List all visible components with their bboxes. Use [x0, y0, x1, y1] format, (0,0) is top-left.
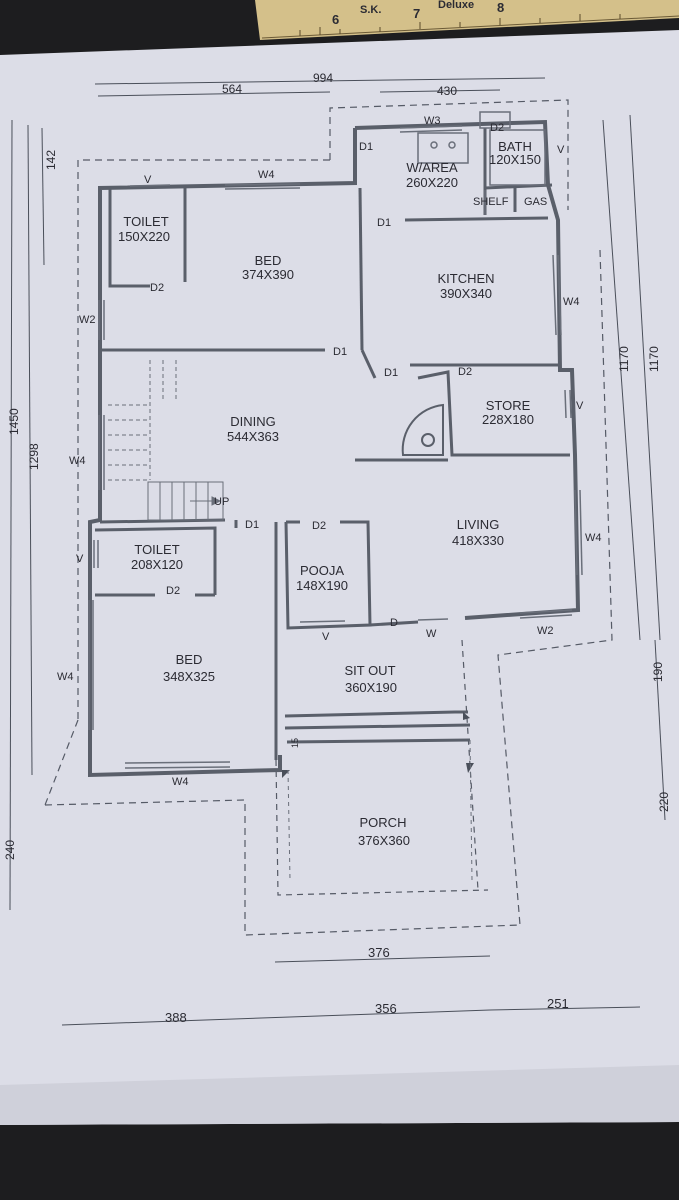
tag-w4-living: W4: [585, 532, 602, 544]
tag-d1-kitchen: D1: [377, 217, 391, 229]
tag-d1-toilet-2: D1: [245, 519, 259, 531]
room-pooja-size: 148X190: [296, 578, 348, 593]
room-bath-size: 120X150: [489, 152, 541, 167]
dim-right-a: 1170: [617, 346, 631, 372]
tag-d1-bed-1: D1: [333, 346, 347, 358]
room-dining-size: 544X363: [227, 429, 279, 444]
dim-left-outer: 1450: [7, 408, 21, 435]
ruler-tick-7: 7: [413, 6, 420, 21]
room-toilet-2-name: TOILET: [134, 542, 179, 557]
dim-top-right: 430: [437, 84, 457, 98]
tag-d1-store: D1: [384, 367, 398, 379]
ruler-brand: S.K.: [360, 4, 381, 16]
paper-sheet: [0, 30, 679, 1125]
bath-fixtures: [417, 111, 546, 215]
room-toilet-2-size: 208X120: [131, 557, 183, 572]
fixture-gas: GAS: [524, 196, 547, 208]
tag-w4-dining: W4: [69, 455, 86, 467]
room-living-size: 418X330: [452, 533, 504, 548]
room-kitchen-name: KITCHEN: [437, 271, 494, 286]
room-pooja-name: POOJA: [300, 563, 344, 578]
dim-porch-width: 376: [368, 945, 390, 960]
room-sitout-size: 360X190: [345, 680, 397, 695]
room-kitchen-size: 390X340: [440, 286, 492, 301]
door-swing-arc: [401, 403, 444, 456]
room-store-size: 228X180: [482, 412, 534, 427]
porch-lines: [287, 739, 473, 881]
dim-right-b: 1170: [647, 346, 661, 372]
room-bath-name: BATH: [498, 139, 532, 154]
tag-d-main: D: [390, 617, 398, 629]
tag-v-store: V: [576, 400, 584, 412]
ruler: 6 S.K. 7 Deluxe 8: [255, 0, 679, 40]
tag-w4-kitchen: W4: [563, 296, 580, 308]
ruler-tick-8: 8: [497, 0, 504, 15]
tag-v-toilet-2: V: [76, 553, 84, 565]
dim-bottom-b: 356: [375, 1001, 397, 1016]
tag-step-height: 15: [290, 738, 300, 748]
tag-w4-bed-2-left: W4: [57, 671, 74, 683]
room-porch-size: 376X360: [358, 833, 410, 848]
tag-d2-bath: D2: [490, 122, 504, 134]
tag-d1-top: D1: [359, 141, 373, 153]
dim-left-inner: 1298: [27, 443, 41, 470]
window-marks: [88, 125, 583, 769]
dimension-lines: [9, 77, 666, 1026]
room-bed-1-name: BED: [255, 253, 282, 268]
outer-dashed-outline: [44, 99, 613, 936]
room-labels: TOILET 150X220 BED 374X390 W/AREA 260X22…: [118, 139, 541, 848]
tag-w2-living: W2: [537, 625, 554, 637]
room-toilet-1-size: 150X220: [118, 229, 170, 244]
dim-left-top: 142: [44, 150, 58, 170]
dim-top-left: 564: [222, 82, 242, 96]
room-sitout-name: SIT OUT: [344, 663, 395, 678]
stairs-up-label: UP: [214, 496, 229, 508]
dim-right-c: 190: [651, 662, 665, 682]
room-bed-1-size: 374X390: [242, 267, 294, 282]
room-store-name: STORE: [486, 398, 531, 413]
room-toilet-1-name: TOILET: [123, 214, 168, 229]
room-warea-size: 260X220: [406, 175, 458, 190]
dim-right-d: 220: [657, 792, 671, 812]
dim-bottom-c: 251: [547, 996, 569, 1011]
tag-d2-toilet-1: D2: [150, 282, 164, 294]
dim-left-bottom: 240: [3, 840, 17, 860]
tag-v-bath: V: [557, 144, 565, 156]
room-bed-2-size: 348X325: [163, 669, 215, 684]
tag-d2-pooja: D2: [312, 520, 326, 532]
tag-w3: W3: [424, 115, 441, 127]
room-living-name: LIVING: [457, 517, 500, 532]
ruler-tick-6: 6: [332, 12, 339, 27]
opening-labels: W3 D2 D1 V W4 V D1 D2 W2 W4 D1 D1 D2 V W…: [57, 115, 602, 788]
staircase: [108, 360, 224, 521]
walls-outer: [88, 119, 581, 778]
tag-w4-bed: W4: [258, 169, 275, 181]
tag-d2-toilet-2: D2: [166, 585, 180, 597]
tag-w2-left: W2: [79, 314, 96, 326]
tag-d2-store: D2: [458, 366, 472, 378]
ruler-model: Deluxe: [438, 0, 474, 11]
room-porch-name: PORCH: [360, 815, 407, 830]
tag-v-toilet-1: V: [144, 174, 152, 186]
room-bed-2-name: BED: [176, 652, 203, 667]
walls-inner: [94, 128, 570, 760]
room-warea-name: W/AREA: [406, 160, 458, 175]
dim-bottom-a: 388: [165, 1010, 187, 1025]
dim-top-total: 994: [313, 71, 333, 85]
fixture-shelf: SHELF: [473, 196, 509, 208]
tag-w4-bed-2-bottom: W4: [172, 776, 189, 788]
tag-w-main: W: [426, 628, 437, 640]
room-dining-name: DINING: [230, 414, 276, 429]
tag-v-pooja: V: [322, 631, 330, 643]
